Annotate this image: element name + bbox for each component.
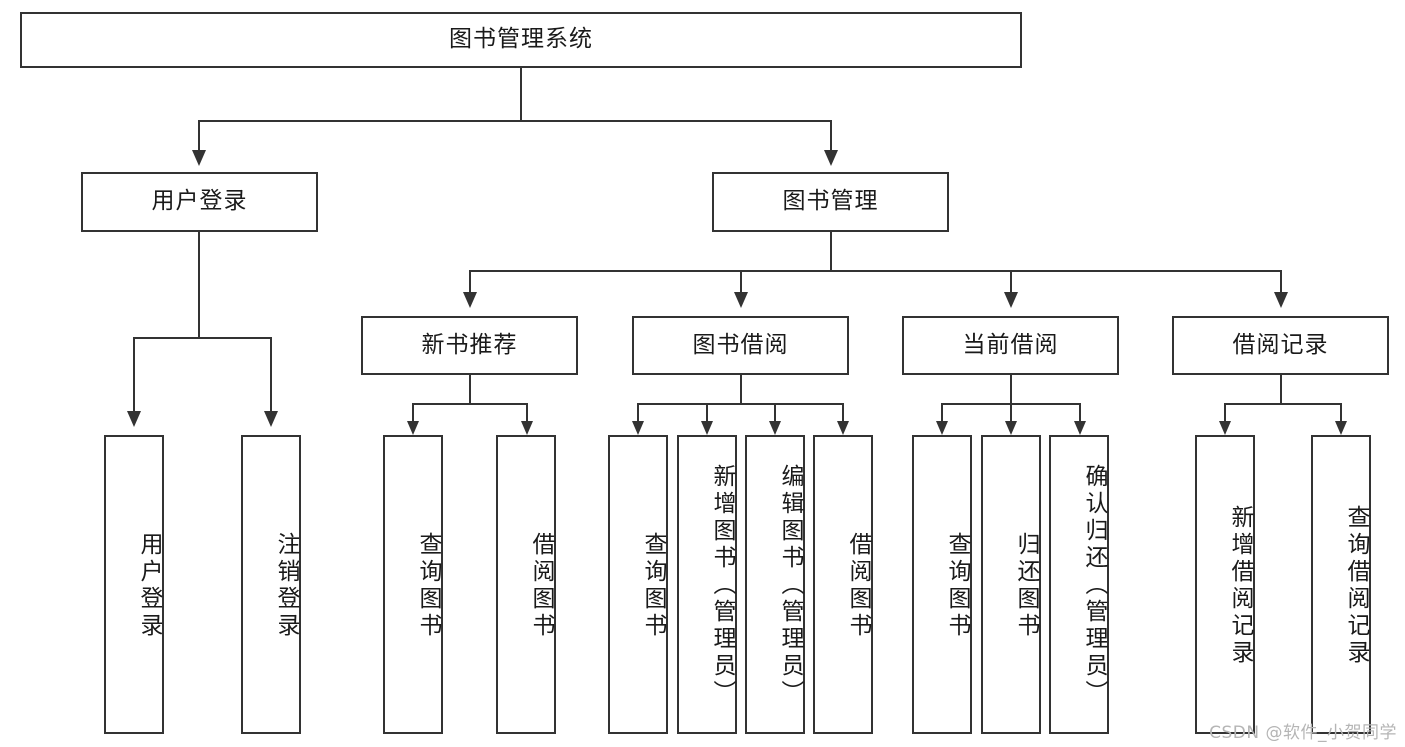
- leaf-query-books-rec[interactable]: 查询图书: [383, 435, 443, 734]
- arrowhead-cb-to-leaf-1: [936, 421, 948, 435]
- arrowhead-bb-to-leaf-4: [837, 421, 849, 435]
- leaf-borrow-books-rec[interactable]: 借阅图书: [496, 435, 556, 734]
- arrowhead-user-login-to-leaf-2: [264, 411, 278, 427]
- node-book-borrowing[interactable]: 图书借阅: [632, 316, 849, 375]
- leaf-add-book-admin[interactable]: 新增图书（管理员）: [677, 435, 737, 734]
- connector-bm-to-current-borrow: [1010, 270, 1012, 292]
- node-label: 用户登录: [136, 531, 162, 640]
- node-label: 借阅记录: [1232, 331, 1329, 358]
- arrowhead-bb-to-leaf-2: [701, 421, 713, 435]
- connector-user-login-stem: [198, 232, 200, 337]
- connector-bm-to-book-borrow: [740, 270, 742, 292]
- node-label: 查询借阅记录: [1343, 504, 1369, 667]
- node-current-borrowing[interactable]: 当前借阅: [902, 316, 1119, 375]
- leaf-confirm-return-admin[interactable]: 确认归还（管理员）: [1049, 435, 1109, 734]
- leaf-borrow-books[interactable]: 借阅图书: [813, 435, 873, 734]
- leaf-user-login[interactable]: 用户登录: [104, 435, 164, 734]
- connector-bb-to-leaf-3: [774, 403, 776, 421]
- arrowhead-bm-to-borrow-record: [1274, 292, 1288, 308]
- arrowhead-br-to-leaf-2: [1335, 421, 1347, 435]
- connector-nbr-to-leaf-2: [526, 403, 528, 421]
- watermark-csdn: CSDN @软件_小贺同学: [1209, 723, 1397, 743]
- connector-bm-to-new-book-rec: [469, 270, 471, 292]
- node-label: 新增借阅记录: [1227, 504, 1253, 667]
- connector-current-borrow-stem: [1010, 375, 1012, 403]
- node-root-book-management-system[interactable]: 图书管理系统: [20, 12, 1022, 68]
- node-label: 归还图书: [1013, 531, 1039, 640]
- node-label: 编辑图书（管理员）: [777, 464, 803, 707]
- node-label: 确认归还（管理员）: [1081, 464, 1107, 707]
- connector-new-book-rec-bus: [412, 403, 527, 405]
- connector-nbr-to-leaf-1: [412, 403, 414, 421]
- connector-book-borrow-bus: [637, 403, 843, 405]
- connector-root-stem: [520, 68, 522, 120]
- arrowhead-cb-to-leaf-3: [1074, 421, 1086, 435]
- node-borrowing-record[interactable]: 借阅记录: [1172, 316, 1389, 375]
- connector-new-book-rec-stem: [469, 375, 471, 403]
- node-label: 查询图书: [640, 531, 666, 640]
- connector-root-bus: [198, 120, 832, 122]
- leaf-query-borrow-record[interactable]: 查询借阅记录: [1311, 435, 1371, 734]
- arrowhead-bm-to-book-borrow: [734, 292, 748, 308]
- connector-br-to-leaf-2: [1340, 403, 1342, 421]
- node-book-management[interactable]: 图书管理: [712, 172, 949, 232]
- arrowhead-root-to-user-login: [192, 150, 206, 166]
- connector-book-management-stem: [830, 232, 832, 270]
- node-label: 图书管理系统: [449, 26, 593, 53]
- arrowhead-bm-to-new-book-rec: [463, 292, 477, 308]
- connector-borrow-record-stem: [1280, 375, 1282, 403]
- node-label: 借阅图书: [528, 531, 554, 640]
- node-label: 图书借阅: [692, 331, 789, 358]
- leaf-query-books-current[interactable]: 查询图书: [912, 435, 972, 734]
- leaf-user-logout[interactable]: 注销登录: [241, 435, 301, 734]
- node-new-book-recommendation[interactable]: 新书推荐: [361, 316, 578, 375]
- node-label: 图书管理: [782, 188, 879, 215]
- connector-book-borrow-stem: [740, 375, 742, 403]
- arrowhead-root-to-book-management: [824, 150, 838, 166]
- connector-cb-to-leaf-2: [1010, 403, 1012, 421]
- node-label: 新增图书（管理员）: [709, 464, 735, 707]
- node-label: 查询图书: [944, 531, 970, 640]
- connector-cb-to-leaf-3: [1079, 403, 1081, 421]
- connector-br-to-leaf-1: [1224, 403, 1226, 421]
- node-label: 查询图书: [415, 531, 441, 640]
- arrowhead-nbr-to-leaf-2: [521, 421, 533, 435]
- connector-bb-to-leaf-2: [706, 403, 708, 421]
- connector-bb-to-leaf-4: [842, 403, 844, 421]
- arrowhead-cb-to-leaf-2: [1005, 421, 1017, 435]
- connector-bm-to-borrow-record: [1280, 270, 1282, 292]
- leaf-edit-book-admin[interactable]: 编辑图书（管理员）: [745, 435, 805, 734]
- arrowhead-bb-to-leaf-1: [632, 421, 644, 435]
- connector-root-to-book-management: [830, 120, 832, 150]
- connector-root-to-user-login: [198, 120, 200, 150]
- node-label: 借阅图书: [845, 531, 871, 640]
- arrowhead-nbr-to-leaf-1: [407, 421, 419, 435]
- connector-user-login-to-leaf-1: [133, 337, 135, 411]
- arrowhead-user-login-to-leaf-1: [127, 411, 141, 427]
- node-user-login[interactable]: 用户登录: [81, 172, 318, 232]
- leaf-return-books[interactable]: 归还图书: [981, 435, 1041, 734]
- connector-book-management-bus: [469, 270, 1281, 272]
- leaf-query-books-borrow[interactable]: 查询图书: [608, 435, 668, 734]
- connector-user-login-bus: [133, 337, 271, 339]
- node-label: 当前借阅: [962, 331, 1059, 358]
- connector-cb-to-leaf-1: [941, 403, 943, 421]
- leaf-add-borrow-record[interactable]: 新增借阅记录: [1195, 435, 1255, 734]
- connector-bb-to-leaf-1: [637, 403, 639, 421]
- node-label: 注销登录: [273, 531, 299, 640]
- arrowhead-br-to-leaf-1: [1219, 421, 1231, 435]
- connector-user-login-to-leaf-2: [270, 337, 272, 411]
- arrowhead-bb-to-leaf-3: [769, 421, 781, 435]
- arrowhead-bm-to-current-borrow: [1004, 292, 1018, 308]
- node-label: 用户登录: [151, 188, 248, 215]
- connector-borrow-record-bus: [1224, 403, 1341, 405]
- node-label: 新书推荐: [421, 331, 518, 358]
